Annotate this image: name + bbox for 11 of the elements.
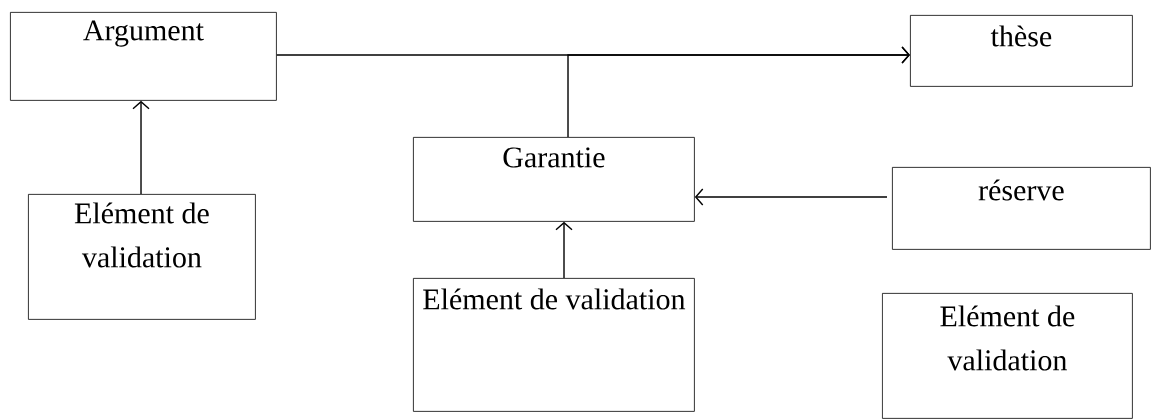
process-box: Elément de validation (882, 293, 1133, 419)
arrow (567, 46, 910, 138)
arrow (555, 221, 573, 279)
process-box: Elément de validation (28, 194, 256, 320)
process-box: thèse (910, 15, 1133, 87)
arrow (132, 100, 150, 195)
process-box: réserve (892, 167, 1151, 250)
process-box: Elément de validation (413, 278, 695, 412)
process-box: Garantie (413, 137, 695, 222)
arrow (694, 188, 888, 206)
process-box: Argument (10, 12, 277, 101)
